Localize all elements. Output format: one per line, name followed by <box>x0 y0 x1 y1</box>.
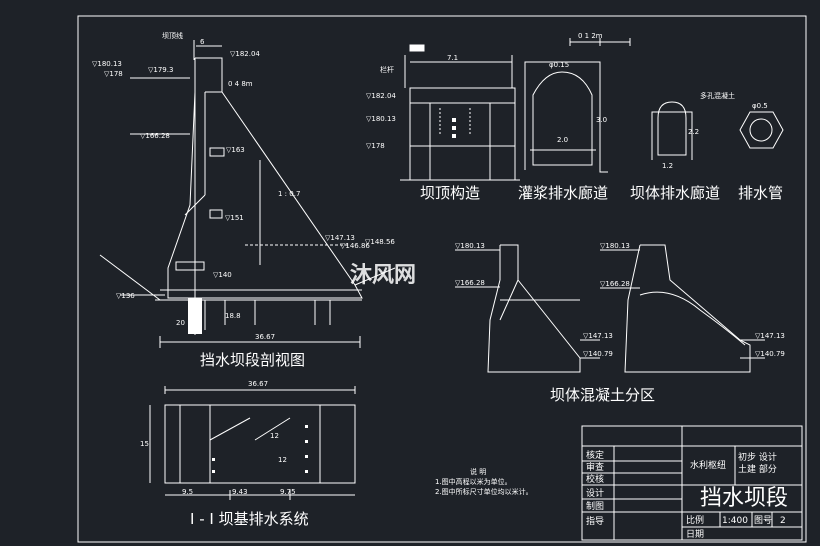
dim-12a: 12 <box>270 432 279 440</box>
pipe-diameter: φ0.5 <box>752 102 768 110</box>
tb-phase1: 初步 设计 <box>738 451 777 463</box>
caption-concrete-zoning: 坝体混凝土分区 <box>550 386 655 404</box>
caption-grout-gallery: 灌浆排水廊道 <box>518 184 608 202</box>
notes-line2: 2.图中所标尺寸单位均以米计。 <box>435 487 533 496</box>
zoning-view-2 <box>600 244 765 373</box>
tb-phase2: 土建 部分 <box>738 463 777 475</box>
elev-14713: ▽147.13 <box>325 234 355 242</box>
notes-title: 说 明 <box>470 467 486 476</box>
tb-drawing-title: 挡水坝段 <box>700 486 788 511</box>
elev-163: ▽163 <box>226 146 245 154</box>
tb-row-0: 核定 <box>586 449 604 461</box>
plan-width-3667: 36.67 <box>248 380 268 388</box>
notes-line1: 1.图中高程以米为单位。 <box>435 477 512 486</box>
elev-14856: ▽148.56 <box>365 238 395 246</box>
caption-dam-gallery: 坝体排水廊道 <box>630 184 720 202</box>
elev-14686: ▽146.86 <box>340 242 370 250</box>
elev-136: ▽136 <box>116 292 135 300</box>
dim-30: 3.0 <box>596 116 607 124</box>
crest-elev-18204: ▽182.04 <box>366 92 396 100</box>
caption-foundation-drain: I - I 坝基排水系统 <box>190 510 309 528</box>
labels: 坝顶线 6 ▽182.04 ▽180.13 ▽178 ▽179.3 0 4 8m… <box>92 31 785 528</box>
dim-20: 20 <box>176 319 185 327</box>
grout-gallery-view <box>524 38 631 173</box>
elev-18204: ▽182.04 <box>230 50 260 58</box>
zone2-elev-top: ▽180.13 <box>600 242 630 250</box>
elev-151: ▽151 <box>225 214 244 222</box>
gallery-scale-bar: 0 1 2m <box>578 32 603 40</box>
dim-975: 9.75 <box>280 488 296 496</box>
caption-section-view: 挡水坝段剖视图 <box>200 351 305 369</box>
dim-12b: 12 <box>278 456 287 464</box>
dim-12c: 1.2 <box>662 162 673 170</box>
zone2-elev-mid: ▽166.28 <box>600 280 630 288</box>
tb-row-2: 校核 <box>586 473 604 485</box>
rail-label: 栏杆 <box>380 65 394 74</box>
watermark: 沐风网 <box>350 263 416 288</box>
crest-structure-view <box>400 44 520 181</box>
crest-elev-178: ▽178 <box>366 142 385 150</box>
pipe-note: 多孔混凝土 <box>700 91 735 100</box>
tb-sheet-label: 图号 <box>754 515 772 526</box>
elev-16628: ▽166.28 <box>140 132 170 140</box>
title-block <box>581 425 803 541</box>
width-3667: 36.67 <box>255 333 275 341</box>
elev-140: ▽140 <box>213 271 232 279</box>
tb-org: 水利枢纽 <box>690 459 726 471</box>
elev-18013: ▽180.13 <box>92 60 122 68</box>
foundation-drain-plan <box>149 386 356 500</box>
dim-188: 18.8 <box>225 312 241 320</box>
dam-gallery-view <box>651 101 693 160</box>
caption-crest-structure: 坝顶构造 <box>420 184 480 202</box>
dim-6: 6 <box>200 38 205 46</box>
zone1-elev-low: ▽147.13 <box>583 332 613 340</box>
dim-943: 9.43 <box>232 488 248 496</box>
tb-row-4: 制图 <box>586 500 604 512</box>
scale-bar: 0 4 8m <box>228 80 253 88</box>
zone1-elev-top: ▽180.13 <box>455 242 485 250</box>
crest-elev-18013: ▽180.13 <box>366 115 396 123</box>
sheet-border <box>77 15 807 543</box>
tb-sheet-value: 2 <box>780 516 786 526</box>
top-mark-label: 坝顶线 <box>162 31 183 40</box>
tb-scale-value: 1:400 <box>722 516 748 526</box>
tb-date-label: 日期 <box>686 529 704 540</box>
tb-row-3: 设计 <box>586 487 604 499</box>
dim-22: 2.2 <box>688 128 699 136</box>
zone2-elev-low: ▽147.13 <box>755 332 785 340</box>
title-block-text: 核定 审查 校核 设计 制图 指导 水利枢纽 初步 设计 土建 部分 挡水坝段 … <box>586 449 788 540</box>
slope-label: 1 : 0.7 <box>278 190 300 198</box>
caption-drain-pipe: 排水管 <box>738 184 783 202</box>
zone1-elev-bot: ▽140.79 <box>583 350 613 358</box>
dim-95: 9.5 <box>182 488 193 496</box>
zone2-elev-bot: ▽140.79 <box>755 350 785 358</box>
elev-1793: ▽179.3 <box>148 66 173 74</box>
tb-row-1: 审查 <box>586 461 604 473</box>
dim-15: 15 <box>140 440 149 448</box>
dim-20b: 2.0 <box>557 136 568 144</box>
drain-pipe-view <box>739 111 784 149</box>
zone1-elev-mid: ▽166.28 <box>455 279 485 287</box>
dim-phi015: φ0.15 <box>549 61 569 69</box>
foundation-hatch <box>188 118 456 473</box>
tb-row-5: 指导 <box>586 515 604 527</box>
dim-71: 7.1 <box>447 54 458 62</box>
tb-scale-label: 比例 <box>686 514 704 526</box>
zoning-view-1 <box>455 244 600 373</box>
elev-178: ▽178 <box>104 70 123 78</box>
